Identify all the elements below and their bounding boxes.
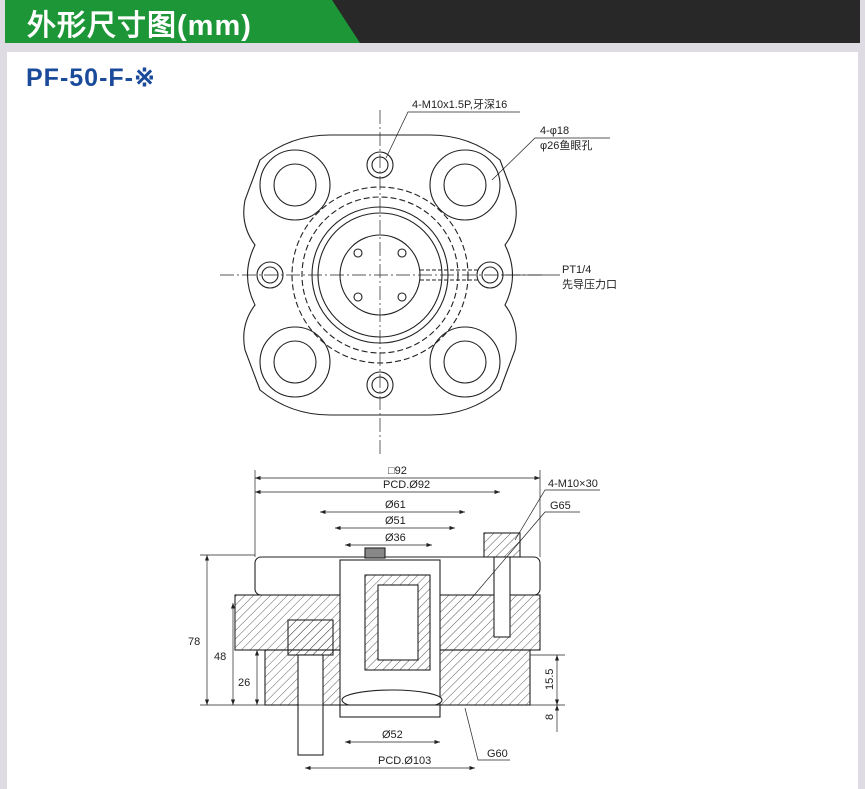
dim-d51: Ø51 <box>385 515 406 527</box>
section-header: 外形尺寸图(mm) <box>5 0 860 43</box>
top-view <box>220 110 610 455</box>
hole-label: 4-φ18 <box>540 125 569 137</box>
dim-26: 26 <box>238 677 250 689</box>
bolt-label: 4-M10×30 <box>548 478 598 490</box>
dim-78: 78 <box>188 636 200 648</box>
side-view <box>234 532 541 756</box>
g65-label: G65 <box>550 500 571 512</box>
dim-d36: Ø36 <box>385 532 406 544</box>
g60-label: G60 <box>487 748 508 760</box>
thread-label: 4-M10x1.5P,牙深16 <box>412 98 507 111</box>
model-number: PF-50-F-※ <box>26 64 156 92</box>
port-label: PT1/4 <box>562 264 591 276</box>
section-title: 外形尺寸图(mm) <box>27 10 252 42</box>
dim-pcd-92: PCD.Ø92 <box>383 479 430 491</box>
dim-8: 8 <box>544 714 556 720</box>
dim-d52: Ø52 <box>382 729 403 741</box>
dim-48: 48 <box>214 651 226 663</box>
dimension-lines <box>200 470 600 771</box>
dim-pcd-103: PCD.Ø103 <box>378 755 431 767</box>
header-accent <box>5 0 360 43</box>
pilot-port-label: 先导压力口 <box>562 278 617 291</box>
dim-d61: Ø61 <box>385 499 406 511</box>
dim-square-92: □92 <box>388 465 407 477</box>
counterbore-label: φ26鱼眼孔 <box>540 138 592 152</box>
dim-15-5: 15.5 <box>544 669 556 690</box>
